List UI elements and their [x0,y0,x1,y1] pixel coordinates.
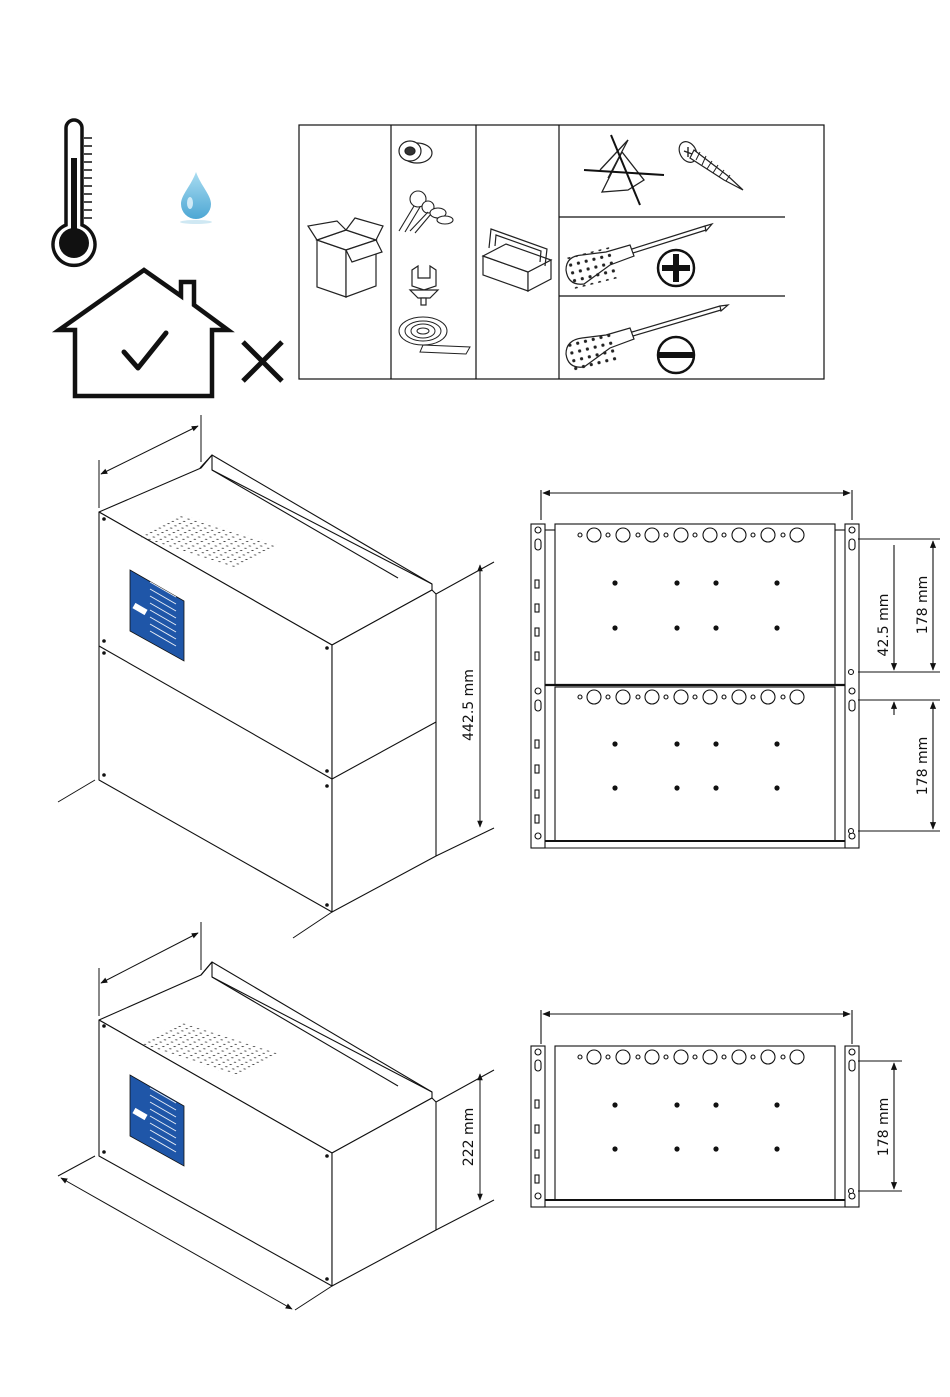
tall-height-label: 442.5 mm [461,669,477,741]
check-icon [124,333,166,368]
no-wall-plug-icon [584,135,664,205]
double-mounting-frame [531,490,940,848]
box-icon [308,218,383,297]
spacing-small-label: 178 mm [876,1098,892,1156]
cable-ties-icon [399,191,453,233]
tape-roll-icon [399,317,470,354]
spacing-upper-label: 178 mm [915,576,931,634]
spacing-lower-label: 178 mm [915,737,931,795]
indoor-house-icon [59,270,228,396]
self-tapping-screw-icon [676,138,743,190]
grommet-icon [399,141,432,163]
toolbox-icon [483,229,551,291]
outdoor-not-allowed-icon [243,342,282,381]
phillips-screwdriver-icon [565,224,712,289]
cable-clip-icon [410,266,438,305]
water-drop-icon [180,172,212,224]
small-height-label: 222 mm [461,1108,477,1166]
single-mounting-frame [531,1010,902,1207]
tall-enclosure-drawing [99,455,436,912]
flat-screwdriver-icon [565,305,728,373]
thermometer-icon [53,120,95,265]
spacing-gap-label: 42.5 mm [876,594,892,657]
